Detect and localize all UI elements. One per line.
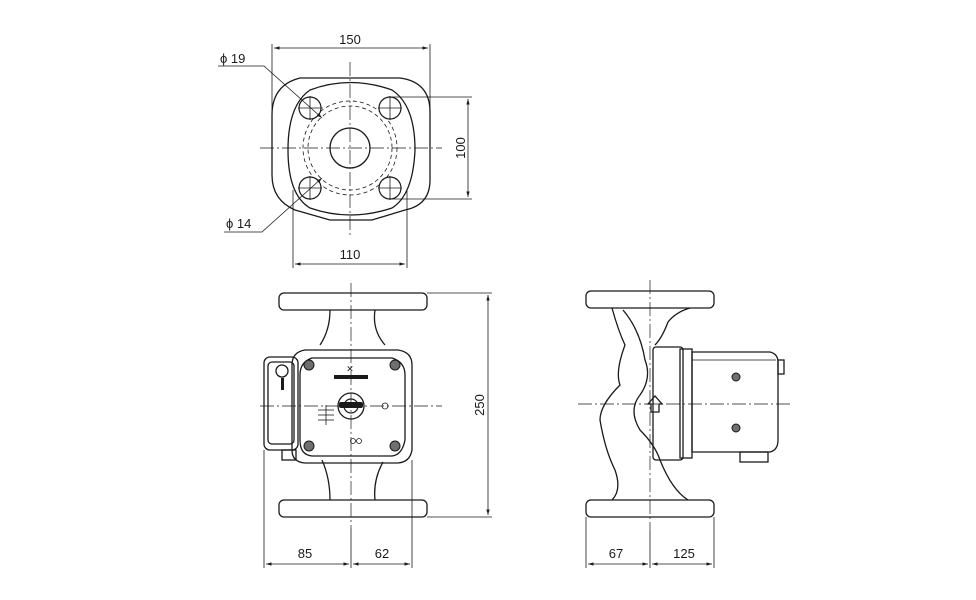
dim-text-left-offset: 85 <box>298 546 312 561</box>
dim-text-side-right: 125 <box>673 546 695 561</box>
dimension-hole-large: ϕ 19 <box>218 51 323 119</box>
dimension-front-bottom: 85 62 <box>263 450 413 568</box>
dimension-side-bottom: 67 125 <box>585 517 715 568</box>
dim-text-hole-small: ϕ 14 <box>226 216 251 231</box>
dim-text-top-width: 150 <box>339 32 361 47</box>
dim-text-bolt-horizontal: 110 <box>340 247 361 262</box>
dimension-bolt-vertical: 100 <box>392 96 472 200</box>
dim-text-hole-large: ϕ 19 <box>220 51 245 66</box>
dim-text-height: 250 <box>472 394 487 416</box>
dim-text-bolt-vertical: 100 <box>453 137 468 159</box>
dimension-top-width: 150 <box>271 32 431 145</box>
dim-text-right-offset: 62 <box>375 546 389 561</box>
pump-front-view: ✕ <box>260 283 442 528</box>
pump-side-view <box>578 280 790 530</box>
dim-text-side-left: 67 <box>609 546 623 561</box>
dimension-height: 250 <box>427 292 492 518</box>
dimension-bolt-horizontal: 110 <box>292 190 408 268</box>
svg-text:✕: ✕ <box>346 364 354 374</box>
dimension-hole-small: ϕ 14 <box>224 177 323 233</box>
